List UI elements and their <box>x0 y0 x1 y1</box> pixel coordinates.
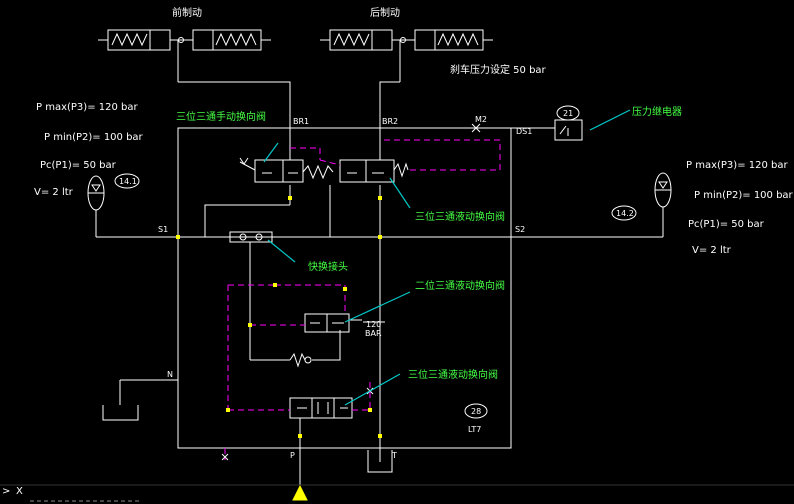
port-n: N <box>167 370 173 379</box>
front-brake-title: 前制动 <box>172 6 202 19</box>
right-pc: Pc(P1)= 50 bar <box>688 219 765 230</box>
port-br1: BR1 <box>293 117 309 126</box>
hydraulic-2pos-valve-mid <box>304 313 362 333</box>
valve-setting-unit: BAR <box>365 329 382 338</box>
hydraulic-3way-valve-top <box>339 159 409 183</box>
rear-brake-title: 后制动 <box>370 6 400 19</box>
port-t: T <box>391 451 397 460</box>
brake-pressure-note: 刹车压力设定 50 bar <box>450 63 547 76</box>
port-s2: S2 <box>515 225 525 234</box>
port-p: P <box>290 451 295 460</box>
left-pc: Pc(P1)= 50 bar <box>40 160 117 171</box>
command-line[interactable]: > X <box>0 484 794 502</box>
right-pmin: P min(P2)= 100 bar <box>694 190 794 201</box>
hydraulic-3way-valve-bottom <box>289 397 353 419</box>
junction-nodes <box>176 196 382 438</box>
left-v: V= 2 ltr <box>34 187 74 198</box>
quick-coupler <box>229 231 273 243</box>
front-brake-cylinders <box>98 29 271 82</box>
command-prompt-text[interactable]: X <box>16 486 23 497</box>
valve-block-outline <box>177 127 512 449</box>
check-valve <box>289 352 312 368</box>
callout-quick-coupler: 快换接头 <box>308 260 348 273</box>
callout-pressure-relay: 压力继电器 <box>632 105 682 118</box>
port-br2: BR2 <box>382 117 398 126</box>
port-m2: M2 <box>475 115 487 124</box>
right-v: V= 2 ltr <box>692 245 732 256</box>
manual-3way-valve <box>239 157 334 183</box>
port-s1: S1 <box>158 225 168 234</box>
port-ds1: DS1 <box>516 127 532 136</box>
left-pmin: P min(P2)= 100 bar <box>44 132 144 143</box>
callout-hydraulic-valve-mid: 二位三通液动换向阀 <box>415 279 505 292</box>
pressure-relay <box>554 119 583 141</box>
rear-brake-cylinders <box>320 29 493 82</box>
valve-setting-value: 120 <box>366 320 381 329</box>
left-pmax: P max(P3)= 120 bar <box>36 102 138 113</box>
command-prompt-icon: > <box>2 486 10 497</box>
accumulator-left <box>87 175 105 237</box>
label-lt7: LT7 <box>468 425 481 434</box>
accumulator-right <box>654 172 672 237</box>
callout-hydraulic-valve-bottom: 三位三通液动换向阀 <box>408 368 498 381</box>
bubble-acc-left-label: 14.1 <box>119 177 137 186</box>
bubble-acc-right-label: 14.2 <box>616 209 634 218</box>
callout-hydraulic-valve-top: 三位三通液动换向阀 <box>415 210 505 223</box>
bubble-valve-28-label: 28 <box>471 407 481 416</box>
right-pmax: P max(P3)= 120 bar <box>686 160 788 171</box>
callout-manual-valve: 三位三通手动换向阀 <box>176 110 266 123</box>
bubble-relay-label: 21 <box>563 109 573 118</box>
